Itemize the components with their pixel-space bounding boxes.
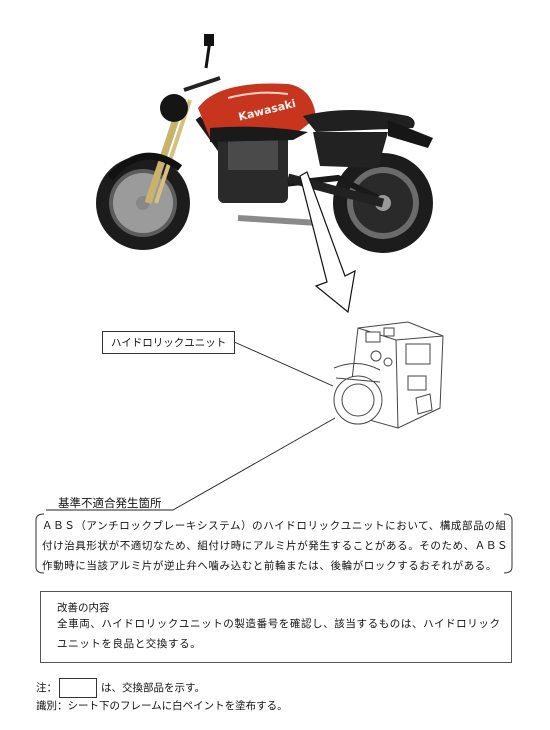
note-line: 注： は、交換部品を示す。 bbox=[36, 678, 205, 698]
remedy-text: 全車両、ハイドロリックユニットの製造番号を確認し、該当するものは、ハイドロリック… bbox=[57, 618, 501, 650]
defect-bracket bbox=[35, 513, 45, 574]
note-prefix: 注： bbox=[36, 682, 57, 694]
defect-heading: 基準不適合発生箇所 bbox=[58, 496, 162, 510]
remedy-box: 改善の内容 全車両、ハイドロリックユニットの製造番号を確認し、該当するものは、ハ… bbox=[40, 591, 512, 663]
label-leader-line bbox=[231, 340, 334, 387]
identification-line: 識別：シート下のフレームに白ペイントを塗布する。 bbox=[36, 700, 288, 712]
remedy-heading: 改善の内容 bbox=[57, 602, 110, 614]
big-arrow bbox=[299, 171, 356, 314]
hydraulic-unit-label: ハイドロリックユニット bbox=[102, 331, 236, 354]
note-suffix: は、交換部品を示す。 bbox=[101, 682, 205, 694]
replacement-part-swatch bbox=[59, 678, 97, 698]
motorcycle-image: Kawasaki bbox=[96, 34, 433, 253]
defect-text: ＡＢＳ（アンチロックブレーキシステム）のハイドロリックユニットにおいて、構成部品… bbox=[42, 520, 509, 572]
defect-leader-line bbox=[46, 417, 336, 511]
hydraulic-unit-image bbox=[333, 321, 444, 429]
